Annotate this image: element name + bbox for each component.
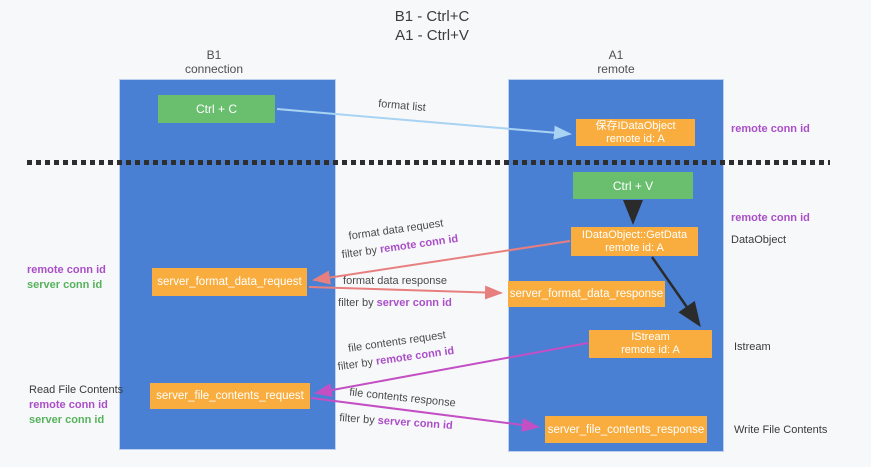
save-idataobject-line2: remote id: A: [606, 132, 665, 145]
lifeline-a1-name: A1: [608, 48, 624, 62]
dataobject-label: DataObject: [731, 234, 787, 246]
left-server-conn-id-label: server conn id: [27, 279, 103, 291]
filter-by-server-conn-id-label-2: filter by server conn id: [326, 411, 466, 433]
format-response-label: server_format_data_response: [509, 288, 664, 300]
left-remote-conn-id-label: remote conn id: [27, 264, 106, 276]
left-read-file-contents-block: Read File Contents remote conn id server…: [29, 383, 123, 428]
server-format-data-request-node: server_format_data_request: [152, 268, 307, 296]
read-file-contents-label: Read File Contents: [29, 384, 124, 396]
ctrl-v-node: Ctrl + V: [573, 172, 693, 199]
format-list-label: format list: [377, 97, 427, 115]
lifeline-header-b1: B1 connection: [154, 48, 274, 76]
diagram-title: B1 - Ctrl+C A1 - Ctrl+V: [332, 7, 532, 45]
istream-side-label: Istream: [734, 341, 771, 353]
getdata-line1: IDataObject::GetData: [581, 228, 688, 241]
right-remote-conn-id-label-mid: remote conn id: [731, 212, 810, 224]
filter-by-text: filter by: [337, 355, 377, 374]
lifeline-a1-role: remote: [597, 62, 635, 76]
idataobject-getdata-node: IDataObject::GetData remote id: A: [571, 227, 698, 256]
format-request-to-response-arrow: [308, 285, 503, 300]
save-idataobject-line1: 保存IDataObject: [595, 119, 676, 132]
format-request-label: server_format_data_request: [157, 276, 302, 288]
istream-line2: remote id: A: [621, 344, 680, 356]
filter-by-text: filter by: [338, 412, 379, 427]
save-idataobject-node: 保存IDataObject remote id: A: [576, 119, 695, 146]
title-line-1: B1 - Ctrl+C: [394, 8, 470, 25]
title-line-2: A1 - Ctrl+V: [395, 27, 469, 44]
copy-paste-phase-divider: [27, 160, 830, 165]
filter-by-text: filter by: [338, 297, 377, 309]
file-response-label: server_file_contents_response: [547, 423, 705, 436]
left-remote-conn-id-label-2: remote conn id: [29, 399, 108, 411]
istream-line1: IStream: [631, 331, 670, 343]
lifeline-header-a1: A1 remote: [556, 48, 676, 76]
left-server-conn-id-label-2: server conn id: [29, 414, 105, 426]
server-file-contents-request-node: server_file_contents_request: [150, 383, 310, 409]
server-file-contents-response-node: server_file_contents_response: [545, 416, 707, 443]
server-conn-id-text: server conn id: [377, 414, 454, 432]
left-conn-id-labels-format: remote conn id server conn id: [27, 263, 106, 293]
server-format-data-response-node: server_format_data_response: [508, 281, 665, 307]
write-file-contents-label: Write File Contents: [734, 424, 828, 436]
getdata-line2: remote id: A: [605, 241, 664, 254]
lifeline-b1-role: connection: [184, 62, 244, 76]
file-contents-response-label: file contents response: [348, 386, 457, 410]
ctrl-c-label: Ctrl + C: [195, 102, 237, 116]
right-remote-conn-id-label-top: remote conn id: [731, 123, 810, 135]
file-request-label: server_file_contents_request: [156, 390, 304, 402]
ctrl-c-node: Ctrl + C: [158, 95, 275, 123]
ctrl-v-label: Ctrl + V: [612, 178, 654, 193]
format-data-response-label: format data response: [343, 275, 447, 287]
filter-by-server-conn-id-label-1: filter by server conn id: [325, 297, 465, 309]
lifeline-b1-name: B1: [206, 48, 222, 62]
filter-by-text: filter by: [341, 243, 381, 262]
istream-node: IStream remote id: A: [589, 330, 712, 358]
server-conn-id-text: server conn id: [376, 297, 452, 309]
